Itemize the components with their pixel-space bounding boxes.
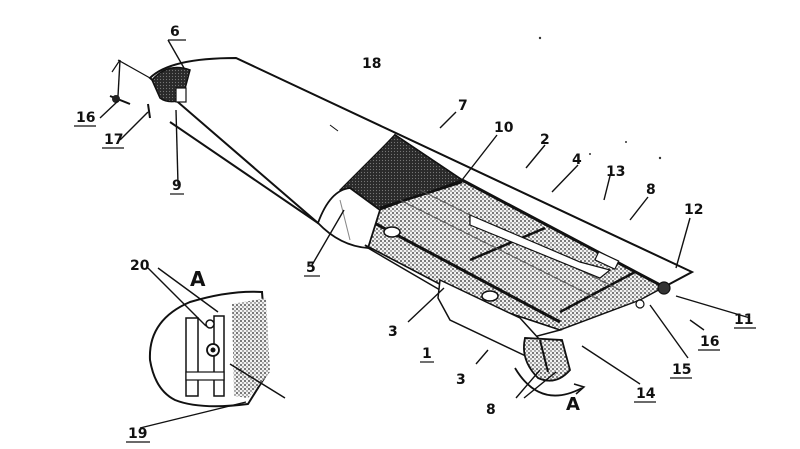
rib-2 xyxy=(469,226,546,262)
spar-hole-left xyxy=(383,226,401,238)
spar-hole-mid xyxy=(481,290,499,302)
callout-4: 4 xyxy=(572,152,582,168)
callout-13: 13 xyxy=(606,164,625,180)
detail-a-hatch xyxy=(232,298,270,398)
tip-bracket-lines xyxy=(111,59,151,79)
detail-a-title: A xyxy=(190,267,206,291)
inner-flap-strip xyxy=(469,214,612,279)
paper-specks xyxy=(538,36,662,160)
callout-15: 15 xyxy=(672,362,691,378)
callout-16-top: 16 xyxy=(76,110,95,126)
wing-leading-edge xyxy=(169,121,319,224)
callout-17: 17 xyxy=(104,132,123,148)
rib-1 xyxy=(379,180,463,210)
callout-10: 10 xyxy=(494,120,514,136)
root-end-inner xyxy=(539,339,549,373)
stringer-1 xyxy=(399,199,601,301)
callout-6: 6 xyxy=(170,24,180,40)
callout-11: 11 xyxy=(734,312,753,328)
callout-8-top: 8 xyxy=(646,182,656,198)
detail-a-post-left xyxy=(185,317,199,397)
detail-a-bolt-2-core xyxy=(210,347,216,353)
callout-16-right: 16 xyxy=(700,334,719,350)
callout-3-lower: 3 xyxy=(456,372,466,388)
callout-8-bottom: 8 xyxy=(486,402,496,418)
rear-spar xyxy=(461,178,665,289)
hinge-block-13 xyxy=(594,250,620,270)
root-end-cap xyxy=(523,337,571,382)
callout-19: 19 xyxy=(128,426,147,442)
callout-9: 9 xyxy=(172,178,182,194)
tip-bracket xyxy=(175,87,187,103)
callout-2: 2 xyxy=(540,132,550,148)
callout-18: 18 xyxy=(362,56,381,72)
tip-bolt-head xyxy=(112,95,120,103)
detail-a-crossbar xyxy=(185,371,225,381)
rib-3 xyxy=(559,270,636,314)
wing-trailing-edge-line xyxy=(235,57,693,273)
section-a-label: A xyxy=(566,394,580,415)
detail-a-bolt-1 xyxy=(205,319,215,329)
callout-20: 20 xyxy=(130,258,150,274)
fitting-15 xyxy=(635,299,645,309)
detail-a-rod xyxy=(229,363,286,399)
root-fairing-shading xyxy=(339,199,351,241)
callout-12: 12 xyxy=(684,202,703,218)
callout-underlines xyxy=(74,39,756,443)
root-fairing xyxy=(316,187,382,249)
fitting-12 xyxy=(657,281,671,295)
leader-lines xyxy=(99,39,751,429)
callout-1: 1 xyxy=(422,346,432,362)
tip-pin xyxy=(147,103,151,119)
section-a-arrowhead xyxy=(573,383,586,395)
skin-rib-line xyxy=(329,124,339,132)
section-a-arc xyxy=(514,367,583,397)
callout-7: 7 xyxy=(458,98,468,114)
callout-5: 5 xyxy=(306,260,316,276)
callout-3-upper: 3 xyxy=(388,324,398,340)
callout-labels: 6 18 16 17 9 7 10 2 4 13 8 12 5 11 16 3 … xyxy=(76,24,753,442)
callout-14: 14 xyxy=(636,386,656,402)
